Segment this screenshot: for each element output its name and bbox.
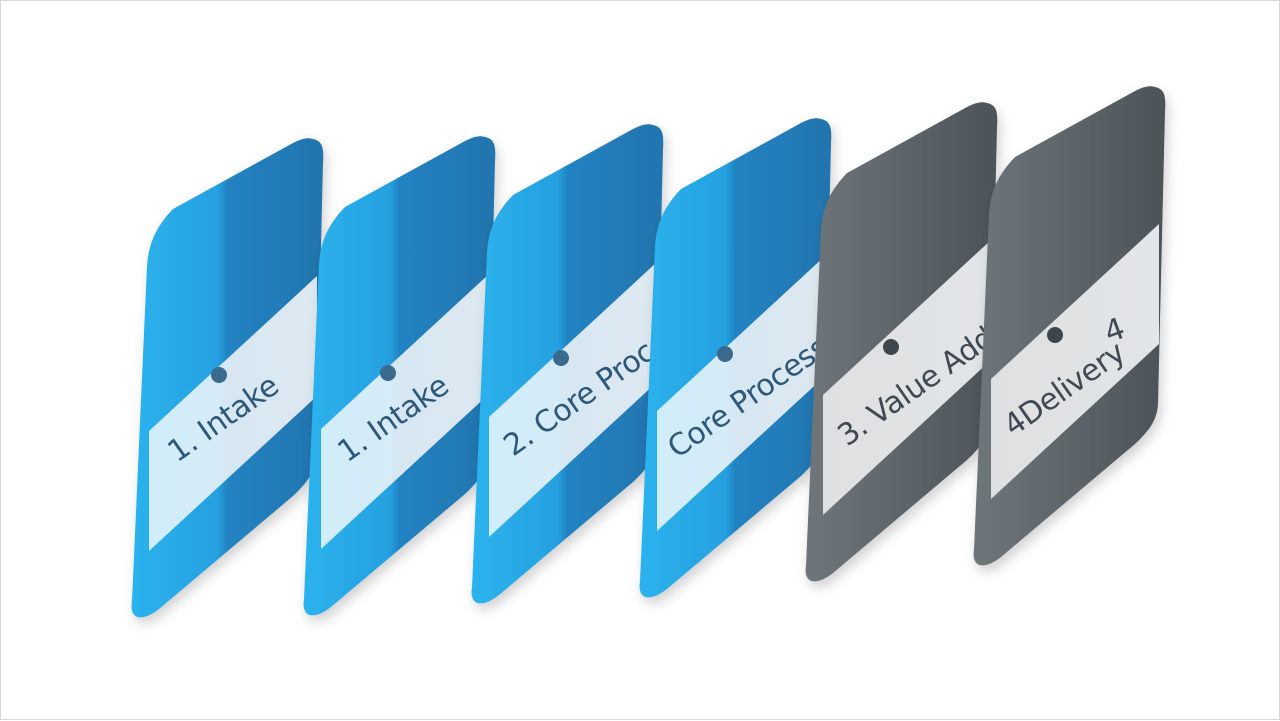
card-2-band	[321, 274, 489, 549]
card-1-band	[149, 276, 317, 551]
card-3-band	[489, 262, 657, 537]
step-card-5: 3. Value Add	[805, 102, 1001, 582]
card-3-dot	[553, 350, 569, 366]
step-card-2: 1. Intake	[303, 136, 496, 616]
card-4-band	[657, 256, 825, 531]
card-5-band	[823, 240, 991, 515]
step-card-4: Core Process	[639, 118, 835, 598]
step-card-3: 2. Core Process	[471, 124, 701, 604]
card-6-dot	[1047, 327, 1063, 343]
step-card-1: 1. Intake	[131, 138, 324, 618]
card-1-dot	[211, 367, 227, 383]
step-card-6: 4Delivery 4	[973, 86, 1166, 566]
card-6-band	[991, 224, 1159, 499]
card-2-dot	[380, 365, 396, 381]
card-4-dot	[717, 346, 733, 362]
card-5-dot	[883, 339, 899, 355]
